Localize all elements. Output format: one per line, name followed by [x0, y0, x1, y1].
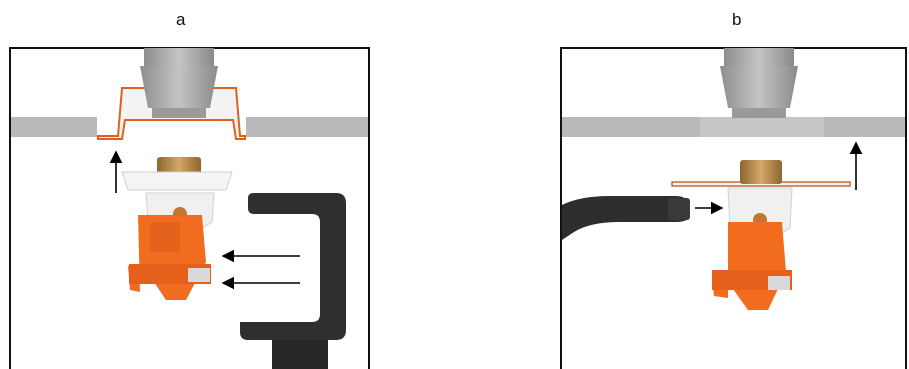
panel-b: [561, 48, 906, 369]
sprinkler-icon: [122, 157, 232, 300]
pipe-fitting-b: [720, 48, 798, 118]
panel-a: [10, 48, 369, 369]
pipe-fitting-a: [140, 48, 218, 118]
wrench-icon: [240, 193, 346, 369]
protective-cap-b: [712, 222, 786, 310]
wrench-icon: [562, 196, 690, 240]
